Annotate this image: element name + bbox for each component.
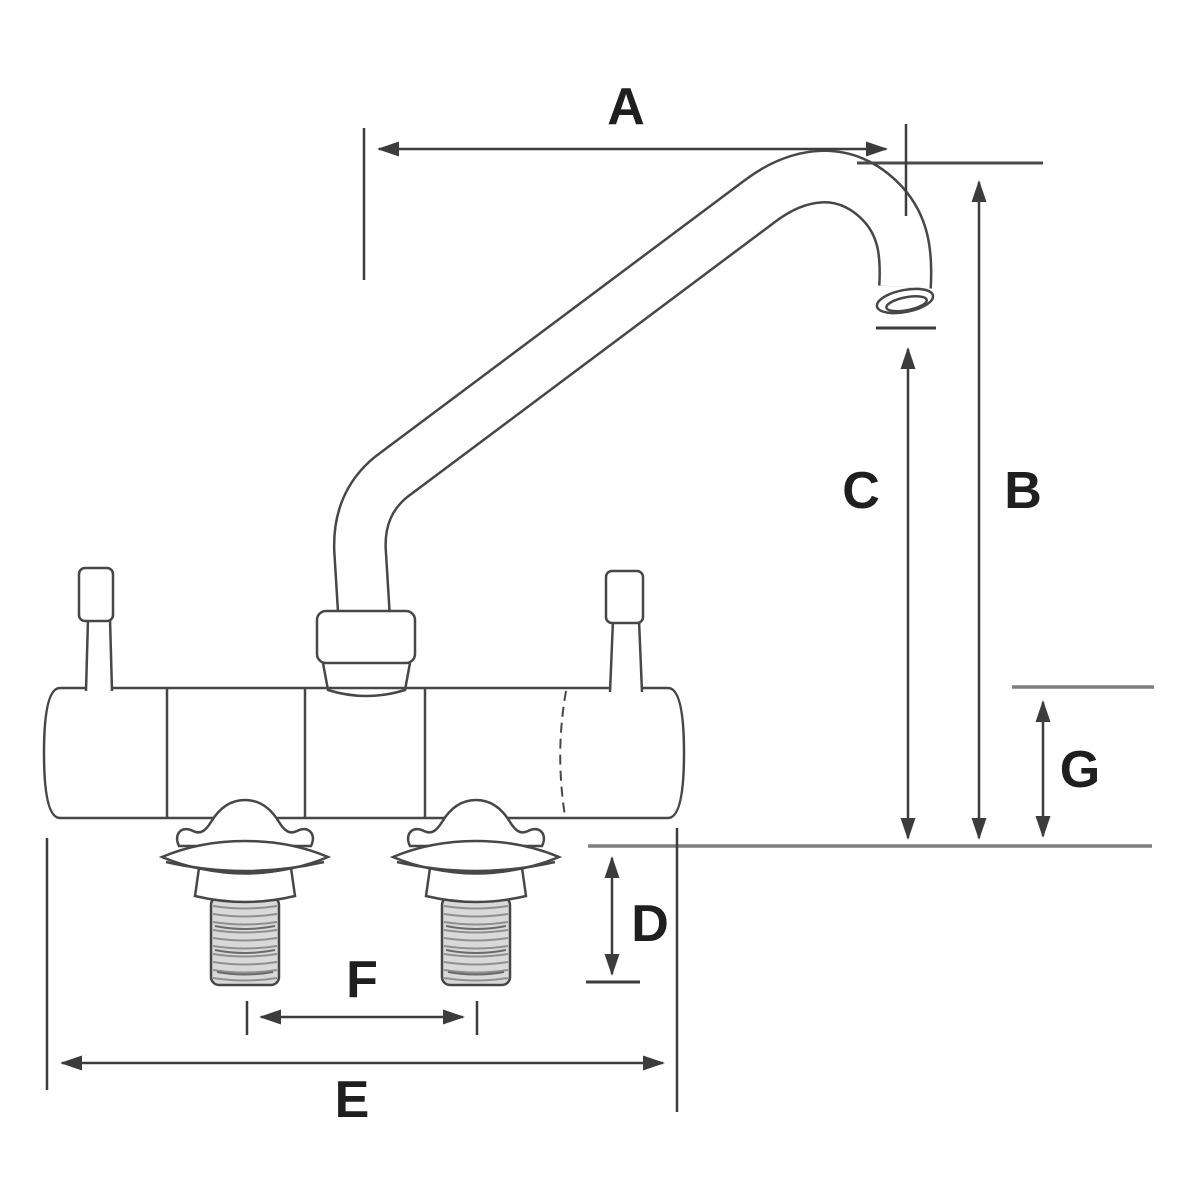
dimension-f xyxy=(245,1001,479,1035)
spout xyxy=(332,149,933,650)
dimension-c xyxy=(876,326,936,840)
dimension-e xyxy=(45,828,679,1112)
left-handle xyxy=(77,566,115,692)
spout-nut xyxy=(315,609,417,698)
spout-outlet xyxy=(875,287,935,315)
right-handle xyxy=(604,569,645,693)
dim-label-c: C xyxy=(842,462,880,520)
dimension-b xyxy=(971,180,987,840)
dim-label-a: A xyxy=(607,78,645,136)
dimension-g xyxy=(1035,700,1051,838)
dim-label-b: B xyxy=(1004,462,1042,520)
dim-label-e: E xyxy=(335,1071,370,1129)
faucet-body xyxy=(42,149,935,987)
right-mount-assembly xyxy=(391,798,561,987)
dimension-annotations xyxy=(45,124,1051,1112)
body-cylinder xyxy=(42,686,686,820)
dim-label-g: G xyxy=(1060,741,1100,799)
dimension-a xyxy=(362,124,908,280)
left-mount-assembly xyxy=(160,798,330,987)
dim-label-d: D xyxy=(631,895,669,953)
dimension-d xyxy=(586,856,640,984)
dim-label-f: F xyxy=(346,951,378,1009)
